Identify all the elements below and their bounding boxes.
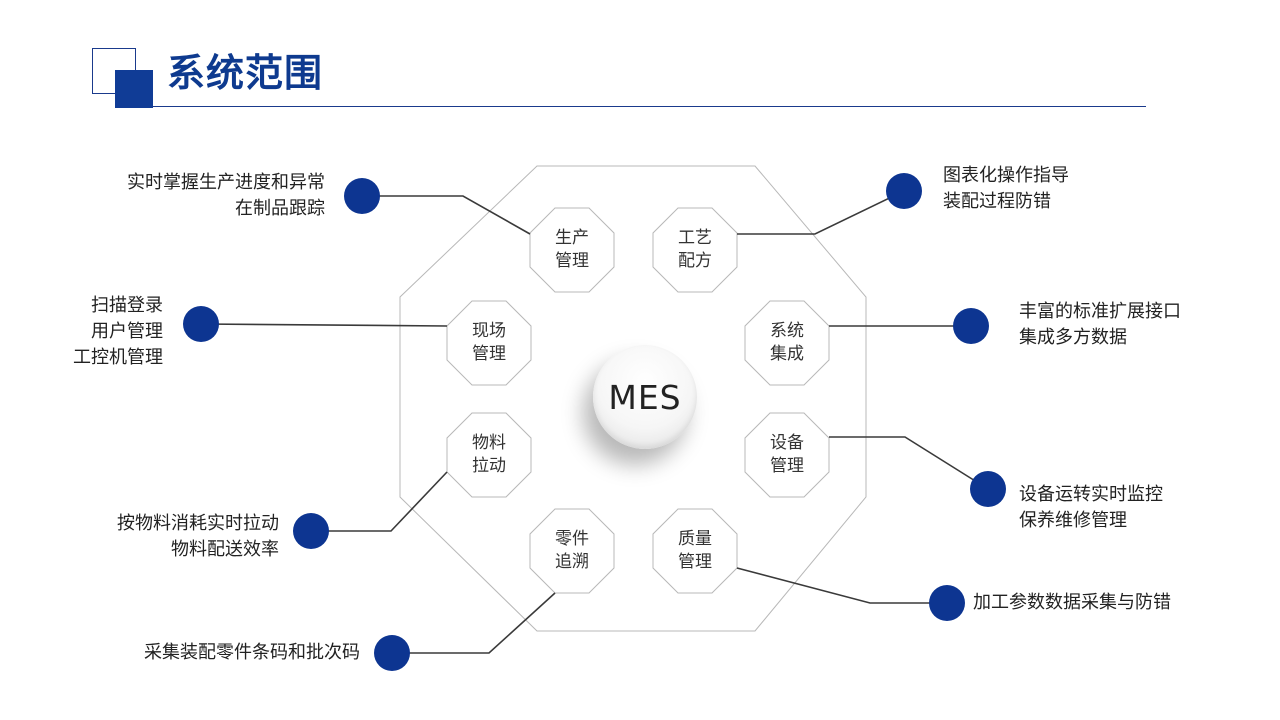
connector-material xyxy=(311,471,448,532)
module-equipment: 设备 管理 xyxy=(770,433,804,476)
module-octagon-integration xyxy=(744,300,830,386)
module-integration: 系统 集成 xyxy=(770,321,804,364)
connector-equipment xyxy=(829,436,989,490)
dot-material xyxy=(293,513,329,549)
module-octagon-site xyxy=(446,300,532,386)
note-trace: 采集装配零件条码和批次码 xyxy=(144,642,360,663)
title-decoration-fill xyxy=(115,70,153,108)
dot-site xyxy=(183,306,219,342)
connector-production xyxy=(362,195,531,235)
dot-craft xyxy=(886,173,922,209)
module-quality: 质量 管理 xyxy=(678,529,712,572)
module-octagon-material xyxy=(446,412,532,498)
note-site: 扫描登录 用户管理 工控机管理 xyxy=(73,295,163,368)
dot-integration xyxy=(953,308,989,344)
module-craft: 工艺 配方 xyxy=(678,228,712,271)
module-octagon-craft xyxy=(652,207,738,293)
connector-craft xyxy=(737,190,905,235)
dot-equipment xyxy=(970,471,1006,507)
module-production: 生产 管理 xyxy=(555,228,589,271)
connector-site xyxy=(200,323,448,327)
mes-center-circle: MES xyxy=(593,345,697,449)
note-quality: 加工参数数据采集与防错 xyxy=(973,592,1171,613)
module-site: 现场 管理 xyxy=(472,321,506,364)
dot-quality xyxy=(929,585,965,621)
module-octagon-production xyxy=(529,207,615,293)
connector-quality xyxy=(736,567,947,604)
note-material: 按物料消耗实时拉动 物料配送效率 xyxy=(117,513,279,560)
module-material: 物料 拉动 xyxy=(472,433,506,476)
note-integration: 丰富的标准扩展接口 集成多方数据 xyxy=(1019,301,1181,348)
dot-trace xyxy=(374,635,410,671)
note-equipment: 设备运转实时监控 保养维修管理 xyxy=(1019,484,1163,531)
module-trace: 零件 追溯 xyxy=(555,529,589,572)
module-octagon-quality xyxy=(652,508,738,594)
module-octagon-trace xyxy=(529,508,615,594)
page-title: 系统范围 xyxy=(167,51,324,95)
note-craft: 图表化操作指导 装配过程防错 xyxy=(943,165,1069,212)
outer-octagon xyxy=(399,165,867,632)
note-production: 实时掌握生产进度和异常 在制品跟踪 xyxy=(127,172,325,219)
dot-production xyxy=(344,178,380,214)
module-octagon-equipment xyxy=(744,412,830,498)
connector-trace xyxy=(392,592,556,654)
title-underline xyxy=(152,106,1146,107)
